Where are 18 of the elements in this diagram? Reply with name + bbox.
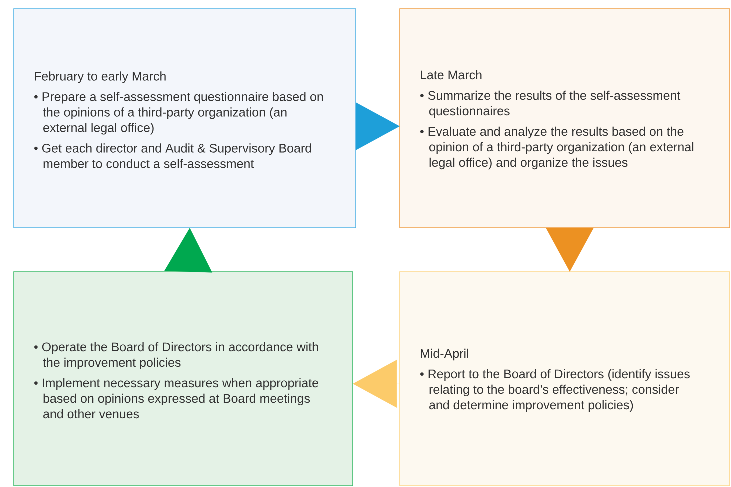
step-box — [14, 272, 354, 486]
step-heading: February to early March — [35, 72, 166, 84]
bullet-item: • Get each director and Audit & Supervisory Board member to conduct a self-assessment — [34, 144, 312, 168]
bullet-item: • Evaluate and analyze the results based on the opinion of a third-party organization (an external legal office) and organize the issues — [420, 126, 694, 170]
arrow — [164, 228, 212, 273]
bullet-item: • Summarize the results of the self-assessment questionnaires — [420, 90, 681, 118]
bullet-item: • Prepare a self-assessment questionnaire based on the opinions of a third-party organization (an external legal office) — [34, 92, 324, 135]
arrow — [356, 102, 400, 150]
arrow — [546, 228, 594, 272]
step-box — [400, 272, 730, 486]
bullet-item: • Report to the Board of Directors (identify issues relating to the board’s effectiveness; consider and determine improvement policies) — [420, 369, 690, 412]
arrow — [353, 360, 400, 408]
step-box — [400, 8, 730, 228]
bullet-item: • Implement necessary measures when appropriate based on opinions expressed at Board meetings and other venues — [34, 378, 318, 419]
step-heading: Mid-April — [421, 348, 468, 361]
bullet-item: • Operate the Board of Directors in accordance with the improvement policies — [34, 342, 318, 370]
step-box — [14, 8, 356, 228]
step-heading: Late March — [421, 70, 482, 80]
